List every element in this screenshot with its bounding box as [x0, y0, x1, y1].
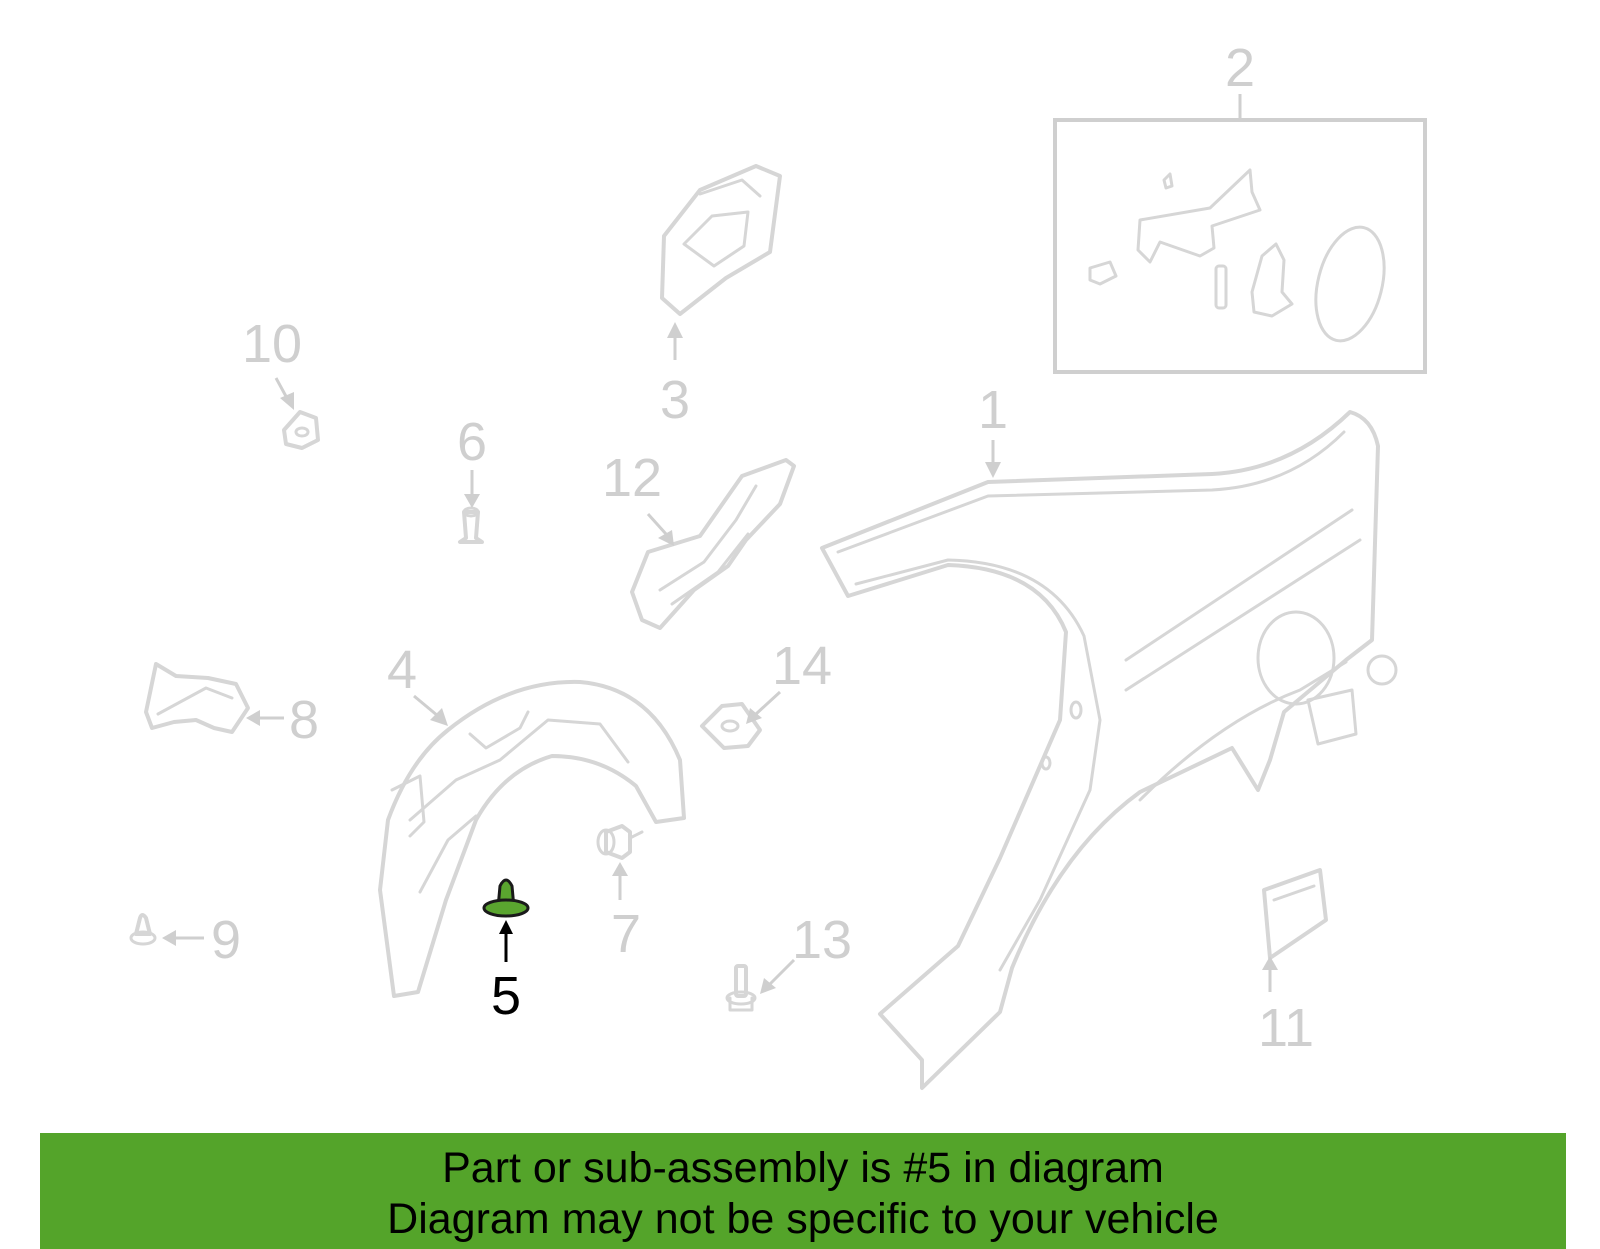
- callout-8-label: 8: [289, 690, 319, 750]
- part-2-subassembly-box: [1053, 118, 1427, 374]
- callout-5: 5: [491, 920, 521, 1026]
- callout-5-label: 5: [491, 966, 521, 1026]
- callout-7-label: 7: [611, 904, 641, 964]
- part-11-plate: [1262, 868, 1328, 960]
- callout-4: 4: [387, 640, 448, 726]
- part-13-bolt: [725, 964, 757, 1012]
- callout-7: 7: [611, 862, 641, 964]
- callout-11-label: 11: [1258, 998, 1314, 1058]
- part-10-clip-nut: [282, 410, 320, 450]
- part-5-push-clip-highlighted: [482, 878, 530, 918]
- callout-13: 13: [760, 910, 852, 994]
- callout-12: 12: [602, 448, 674, 546]
- part-8-bracket: [144, 662, 250, 734]
- callout-14: 14: [746, 636, 832, 724]
- callout-10: 10: [242, 314, 302, 410]
- banner-line-part-info: Part or sub-assembly is #5 in diagram: [442, 1144, 1164, 1192]
- callout-6: 6: [457, 412, 487, 508]
- part-7-fastener: [596, 824, 644, 860]
- callout-14-label: 14: [772, 636, 832, 696]
- part-3-bracket: [660, 164, 782, 316]
- callout-9: 9: [162, 910, 241, 970]
- callout-1: 1: [978, 380, 1008, 478]
- callout-4-label: 4: [387, 640, 417, 700]
- callout-3-label: 3: [660, 370, 690, 430]
- callout-11: 11: [1258, 956, 1314, 1058]
- callout-2: 2: [1225, 38, 1255, 120]
- banner-line-disclaimer: Diagram may not be specific to your vehi…: [387, 1195, 1219, 1243]
- part-1-quarter-panel: [820, 410, 1398, 1090]
- info-banner: Part or sub-assembly is #5 in diagram Di…: [40, 1133, 1566, 1249]
- callout-12-label: 12: [602, 448, 662, 508]
- exploded-parts-diagram: 1 2 3: [129, 38, 1427, 1090]
- callout-2-label: 2: [1225, 38, 1255, 98]
- part-6-grommet: [458, 506, 484, 544]
- part-4-wheelhouse-liner: [378, 679, 686, 998]
- part-12-reinforcement: [630, 458, 796, 630]
- callout-3: 3: [660, 322, 690, 430]
- callout-6-label: 6: [457, 412, 487, 472]
- callout-10-label: 10: [242, 314, 302, 374]
- part-14-clip-nut: [700, 702, 762, 750]
- part-9-clip: [129, 913, 157, 946]
- callout-8: 8: [246, 690, 319, 750]
- callout-13-label: 13: [792, 910, 852, 970]
- callout-1-label: 1: [978, 380, 1008, 440]
- callout-9-label: 9: [211, 910, 241, 970]
